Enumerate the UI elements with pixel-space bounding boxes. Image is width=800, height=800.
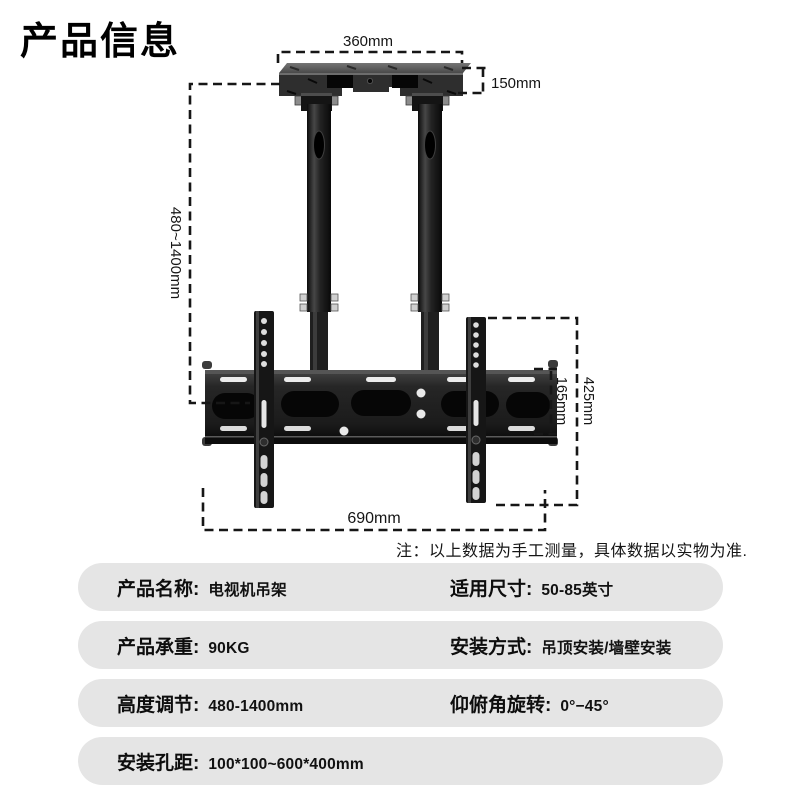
dim-top-width-line (276, 50, 464, 63)
dim-plate-height-line (534, 367, 557, 436)
dim-assembly-height-line (488, 316, 579, 507)
spec-value: 电视机吊架 (208, 581, 287, 599)
spec-row-load-capacity: 产品承重: 90KG 安装方式: 吊顶安装/墙壁安装 (78, 621, 723, 669)
spec-value: 480-1400mm (208, 697, 304, 715)
spec-value: 100*100~600*400mm (208, 755, 364, 773)
product-diagram: 360mm 150mm 480~1400mm 165mm 425mm 690mm (167, 33, 596, 532)
spec-value: 0°−45° (560, 697, 609, 715)
dim-plate-width-line (201, 488, 547, 532)
tv-rails (254, 311, 486, 508)
spec-label: 安装方式: (450, 636, 533, 658)
spec-value: 吊顶安装/墙壁安装 (541, 639, 672, 657)
spec-table: 产品名称: 电视机吊架 适用尺寸: 50-85英寸 产品承重: 90KG 安装方… (78, 563, 723, 795)
measurement-note: 注：以上数据为手工测量，具体数据以实物为准. (396, 543, 748, 560)
page-title: 产品信息 (20, 21, 181, 63)
spec-value: 90KG (208, 639, 250, 657)
dim-drop-height-label: 480~1400mm (167, 207, 184, 299)
dim-top-depth-label: 150mm (491, 75, 541, 92)
spec-value: 50-85英寸 (541, 581, 614, 599)
dim-top-width-label: 360mm (343, 33, 393, 50)
dim-top-depth-line (458, 66, 486, 95)
spec-label: 安装孔距: (117, 752, 200, 774)
dim-plate-height-label: 165mm (553, 377, 569, 425)
dim-plate-width-label: 690mm (347, 510, 400, 527)
dimension-lines (188, 50, 579, 532)
support-poles (299, 104, 450, 372)
spec-label: 高度调节: (117, 694, 200, 716)
spec-row-hole-pattern: 安装孔距: 100*100~600*400mm (78, 737, 723, 785)
spec-row-product-name: 产品名称: 电视机吊架 适用尺寸: 50-85英寸 (78, 563, 723, 611)
dim-drop-height-line (188, 82, 280, 405)
spec-row-height-adjust: 高度调节: 480-1400mm 仰俯角旋转: 0°−45° (78, 679, 723, 727)
ceiling-plate (279, 63, 471, 111)
spec-label: 产品承重: (117, 636, 200, 658)
spec-label: 产品名称: (117, 578, 200, 600)
spec-label: 仰俯角旋转: (450, 694, 552, 716)
dim-assembly-height-label: 425mm (580, 377, 596, 425)
spec-label: 适用尺寸: (450, 578, 533, 600)
